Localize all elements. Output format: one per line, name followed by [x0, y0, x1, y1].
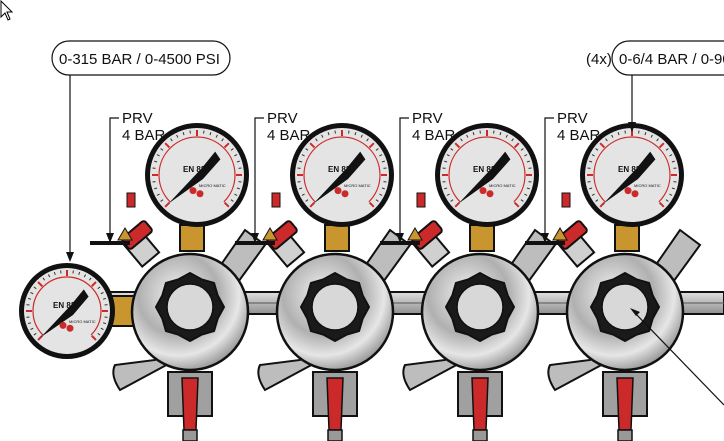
- gauge-standard-text: EN 837: [618, 165, 645, 174]
- gauge-standard-text: EN 837: [53, 301, 80, 310]
- gauge-needle: [168, 151, 221, 204]
- gauge-needle: [313, 151, 366, 204]
- prv-label-line1: PRV: [267, 110, 298, 127]
- adjustment-knob[interactable]: [155, 272, 225, 342]
- prv-label-line2: 4 BAR: [267, 127, 311, 144]
- gauge-brass-stem: [179, 224, 205, 252]
- regulator-knob-leader: [630, 308, 724, 406]
- gauge-brass-stem: [469, 224, 495, 252]
- prv-tag: [126, 192, 136, 208]
- prv-label-line1: PRV: [557, 110, 588, 127]
- gauge-standard-text: EN 837: [183, 165, 210, 174]
- gauge-needle: [40, 289, 89, 338]
- gauge-standard-text: EN 837: [473, 165, 500, 174]
- inlet-gauge-callout-text: 0-315 BAR / 0-4500 PSI: [59, 51, 220, 68]
- shutoff-valve-handle[interactable]: [181, 377, 199, 431]
- inlet-gauge-callout: 0-315 BAR / 0-4500 PSI: [51, 40, 231, 262]
- mouse-cursor-icon: [0, 0, 14, 21]
- prv-label-line2: 4 BAR: [557, 127, 601, 144]
- shutoff-valve-handle[interactable]: [471, 377, 489, 431]
- gauge-needle: [603, 151, 656, 204]
- gauge-brand-text: MICRO MATIC: [344, 183, 371, 188]
- prv-label-line2: 4 BAR: [412, 127, 456, 144]
- prv-tag: [561, 192, 571, 208]
- adjustment-knob[interactable]: [300, 272, 370, 342]
- gauge-brand-text: MICRO MATIC: [489, 183, 516, 188]
- gauge-standard-text: EN 837: [328, 165, 355, 174]
- shutoff-valve-handle[interactable]: [616, 377, 634, 431]
- gauge-brass-stem: [614, 224, 640, 252]
- gauge-brand-text: MICRO MATIC: [634, 183, 661, 188]
- gauge-needle: [458, 151, 511, 204]
- shutoff-valve-handle[interactable]: [326, 377, 344, 431]
- prv-tag: [416, 192, 426, 208]
- outlet-gauge-callout: (4x) 0-6/4 BAR / 0-90 PSI: [586, 40, 724, 132]
- prv-label-line1: PRV: [412, 110, 443, 127]
- outlet-gauge-callout-text: 0-6/4 BAR / 0-90 PSI: [619, 51, 724, 68]
- outlet-gauge-qty: (4x): [586, 51, 612, 68]
- adjustment-knob[interactable]: [590, 272, 660, 342]
- prv-label-line1: PRV: [122, 110, 153, 127]
- gauge-brand-text: MICRO MATIC: [69, 319, 96, 324]
- gauge-brass-stem: [324, 224, 350, 252]
- prv-label-line2: 4 BAR: [122, 127, 166, 144]
- adjustment-knob[interactable]: [445, 272, 515, 342]
- gauge-brand-text: MICRO MATIC: [199, 183, 226, 188]
- prv-tag: [271, 192, 281, 208]
